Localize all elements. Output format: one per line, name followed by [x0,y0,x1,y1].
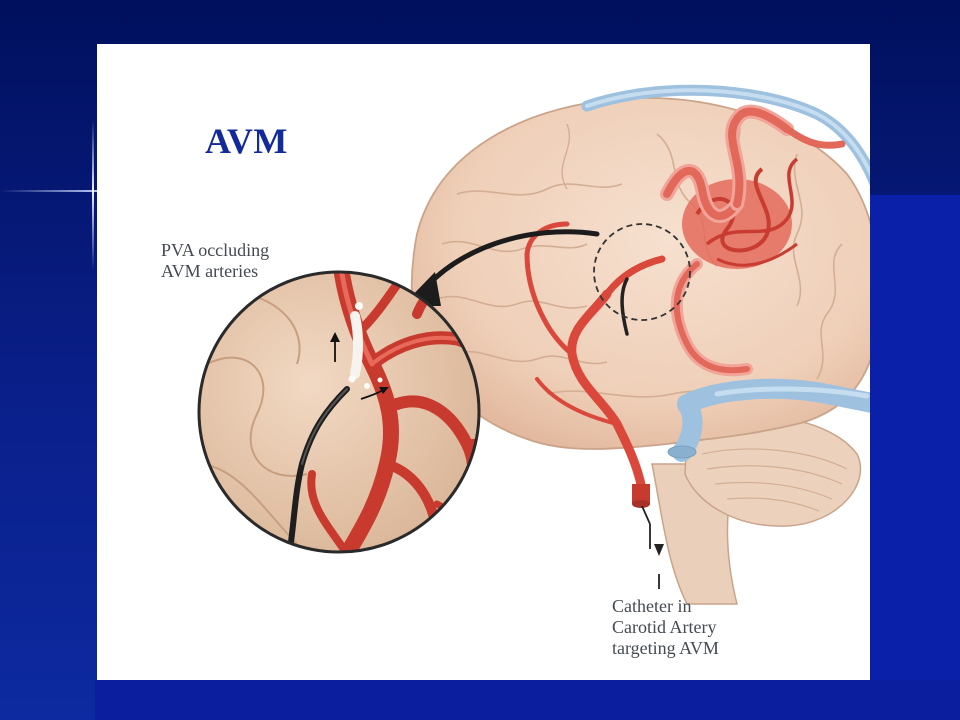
catheter-label: Catheter in Carotid Artery targeting AVM [612,596,719,659]
cerebral-arteries [524,104,846,508]
catheter-label-line: targeting AVM [612,638,719,658]
slide-title: AVM [205,121,288,161]
catheter-label-line: Carotid Artery [612,617,717,637]
lens-flare-vertical [92,120,94,270]
catheter-pointer [641,505,664,589]
lens-flare-horizontal [0,190,120,192]
illustration-panel: AVM PVA occluding AVM arteries Catheter … [97,44,870,680]
background-band [870,195,960,720]
avm-illustration [197,84,870,605]
background-bottom-band [95,680,960,720]
pva-label-line: AVM arteries [161,261,259,281]
pva-label: PVA occluding AVM arteries [161,240,269,282]
veins [581,84,870,462]
target-region-circle [593,223,691,321]
pva-label-line: PVA occluding [161,240,270,260]
catheter-label-line: Catheter in [612,596,692,616]
